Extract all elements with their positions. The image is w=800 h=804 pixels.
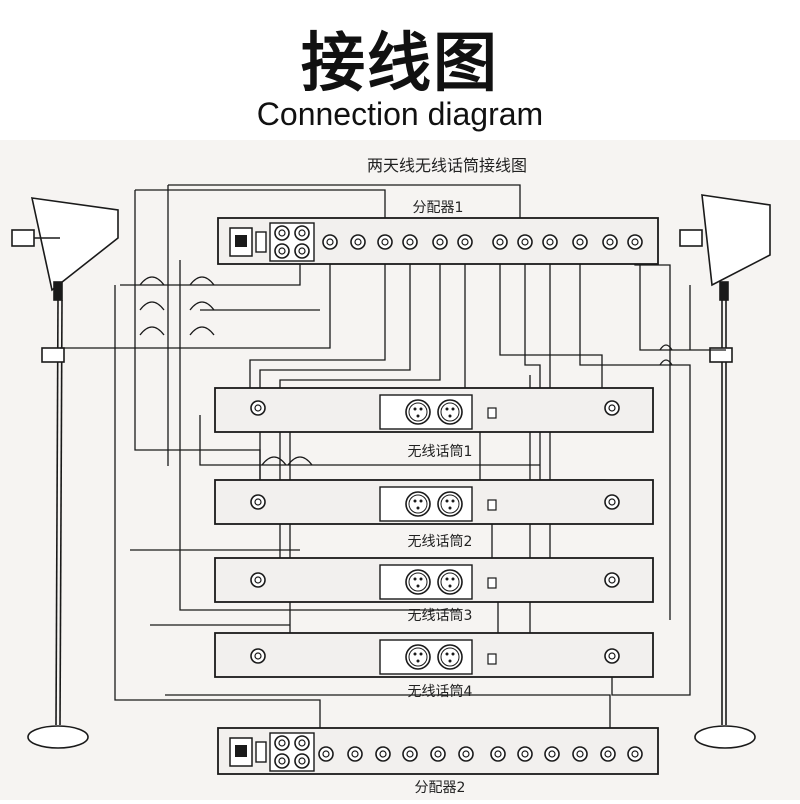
splitter-2-quad-jack	[269, 732, 315, 772]
receiver-2	[214, 479, 654, 525]
left-antenna-icon	[11, 197, 119, 301]
splitter-1	[217, 217, 659, 265]
receiver-1	[214, 387, 654, 433]
diagram-canvas: 两天线无线话筒接线图	[11, 156, 771, 796]
switch-icon	[255, 231, 267, 253]
page-subtitle: Connection diagram	[256, 96, 544, 132]
receiver-2-label: 无线话筒2	[408, 533, 473, 550]
splitter-1-label: 分配器1	[413, 200, 464, 216]
power-socket-icon	[229, 227, 253, 257]
switch-icon	[255, 741, 267, 763]
power-socket-icon	[229, 737, 253, 767]
right-stand-icon	[694, 300, 756, 749]
splitter-2-label: 分配器2	[415, 780, 466, 796]
receiver-1-label: 无线话筒1	[408, 443, 473, 460]
right-antenna-icon	[679, 194, 771, 301]
receiver-4	[214, 632, 654, 678]
diagram-heading: 两天线无线话筒接线图	[367, 156, 527, 175]
left-stand-icon	[27, 299, 89, 749]
connection-diagram: 两天线无线话筒接线图	[0, 140, 800, 800]
receiver-3-label: 无线话筒3	[408, 607, 473, 624]
receiver-4-label: 无线话筒4	[408, 683, 473, 700]
receiver-3	[214, 557, 654, 603]
splitter-1-quad-jack	[269, 222, 315, 262]
splitter-2	[217, 727, 659, 775]
page-title: 接线图	[301, 27, 499, 101]
